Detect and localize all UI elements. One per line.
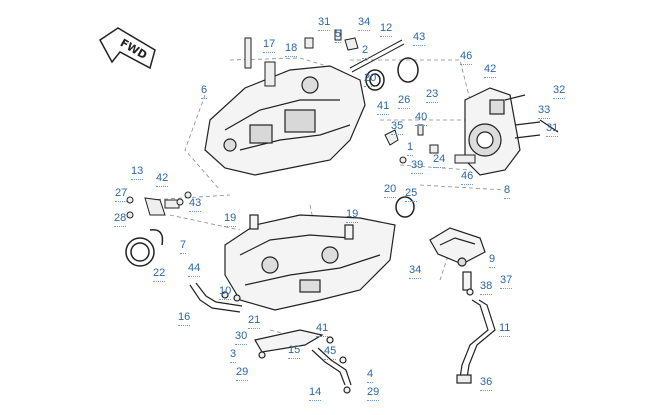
left-hose (189, 282, 243, 313)
top-fasteners (244, 29, 405, 87)
callout-29-lower[interactable]: 29 (367, 386, 380, 401)
callout-27[interactable]: 27 (115, 187, 128, 202)
callout-44[interactable]: 44 (188, 262, 201, 277)
callout-41-lower[interactable]: 41 (316, 322, 329, 337)
seal-rings (125, 57, 419, 267)
callout-37[interactable]: 37 (500, 274, 513, 289)
assembly-leader-lines (149, 57, 506, 341)
callout-21[interactable]: 21 (248, 314, 261, 329)
callout-13[interactable]: 13 (131, 165, 144, 180)
side-cover (464, 87, 559, 176)
callout-33[interactable]: 33 (538, 104, 551, 119)
callout-8[interactable]: 8 (504, 184, 511, 199)
callout-19-right[interactable]: 19 (346, 208, 359, 223)
callout-38[interactable]: 38 (480, 280, 493, 295)
callout-20[interactable]: 20 (364, 72, 377, 87)
forward-direction-badge: FWD (99, 27, 156, 70)
oil-pan (429, 227, 486, 296)
callout-24[interactable]: 24 (433, 153, 446, 168)
callout-34[interactable]: 34 (358, 16, 371, 31)
callout-25[interactable]: 25 (405, 187, 418, 202)
callout-39[interactable]: 39 (411, 159, 424, 174)
callout-42[interactable]: 42 (484, 63, 497, 78)
callout-42-left[interactable]: 42 (156, 172, 169, 187)
callout-32[interactable]: 32 (553, 84, 566, 99)
callout-43-left[interactable]: 43 (189, 197, 202, 212)
callout-30[interactable]: 30 (235, 330, 248, 345)
callout-4[interactable]: 4 (367, 368, 374, 383)
callout-3[interactable]: 3 (230, 348, 237, 363)
middle-small-parts (384, 124, 476, 164)
callout-9[interactable]: 9 (489, 253, 496, 268)
left-fittings (126, 191, 192, 219)
callout-45[interactable]: 45 (324, 345, 337, 360)
callout-5[interactable]: 5 (335, 28, 342, 43)
oil-pipe (456, 299, 496, 384)
callout-46-cover[interactable]: 46 (461, 170, 474, 185)
callout-29[interactable]: 29 (236, 366, 249, 381)
bottom-bracket (254, 329, 352, 394)
callout-2[interactable]: 2 (362, 44, 369, 59)
callout-7[interactable]: 7 (180, 239, 187, 254)
callout-41[interactable]: 41 (377, 100, 390, 115)
callout-15[interactable]: 15 (288, 344, 301, 359)
callout-40[interactable]: 40 (415, 111, 428, 126)
callout-31[interactable]: 31 (318, 16, 331, 31)
callout-20-lower[interactable]: 20 (384, 183, 397, 198)
callout-11[interactable]: 11 (499, 322, 511, 337)
callout-1[interactable]: 1 (407, 141, 414, 156)
callout-46[interactable]: 46 (460, 50, 473, 65)
callout-34-pan[interactable]: 34 (409, 264, 422, 279)
callout-28[interactable]: 28 (114, 212, 127, 227)
callout-43[interactable]: 43 (413, 31, 426, 46)
callout-6[interactable]: 6 (201, 84, 208, 99)
callout-22[interactable]: 22 (153, 267, 166, 282)
lower-crankcase (224, 214, 396, 311)
callout-35[interactable]: 35 (391, 120, 404, 135)
callout-19[interactable]: 19 (224, 212, 237, 227)
upper-crankcase (204, 65, 366, 176)
callout-16[interactable]: 16 (178, 311, 191, 326)
callout-31-cover[interactable]: 31 (546, 122, 559, 137)
callout-12[interactable]: 12 (380, 22, 393, 37)
callout-18[interactable]: 18 (285, 42, 298, 57)
callout-23[interactable]: 23 (426, 88, 439, 103)
callout-17[interactable]: 17 (263, 38, 276, 53)
callout-36[interactable]: 36 (480, 376, 493, 391)
callout-10[interactable]: 10 (219, 285, 232, 300)
callout-14[interactable]: 14 (309, 386, 322, 401)
callout-26[interactable]: 26 (398, 94, 411, 109)
